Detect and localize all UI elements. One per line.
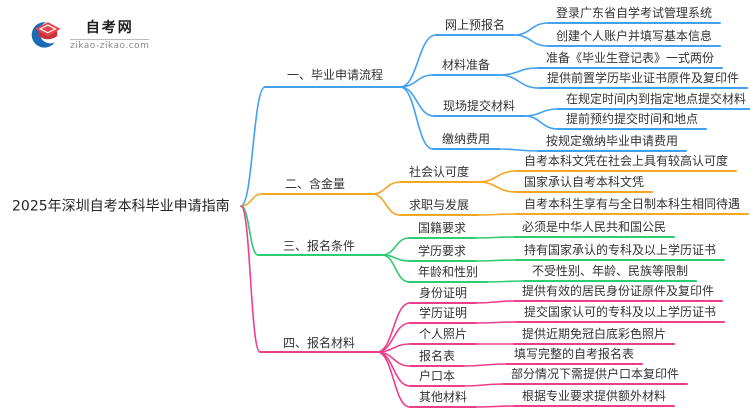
edge (371, 193, 401, 216)
leaf-node[interactable]: 提前预约提交时间和地点 (566, 111, 699, 126)
leaf-node[interactable]: 自考本科生享有与全日制本科生相同待遇 (524, 196, 741, 211)
leaf-node[interactable]: 根据专业要求提供额外材料 (522, 388, 667, 403)
edge (475, 300, 515, 304)
branch-node[interactable]: 三、报名条件 (283, 238, 356, 253)
leaf-node[interactable]: 提供有效的居民身份证原件及复印件 (522, 283, 715, 298)
subtopic-node[interactable]: 缴纳费用 (442, 131, 491, 146)
site-logo-icon (31, 21, 62, 48)
leaf-node[interactable]: 按规定缴纳毕业申请费用 (546, 133, 679, 148)
subtopic-node[interactable]: 户口本 (419, 368, 456, 383)
edge (486, 280, 525, 283)
leaf-node[interactable]: 必须是中华人民共和国公民 (522, 219, 667, 234)
edge (498, 74, 540, 89)
edge (475, 321, 517, 324)
leaf-node[interactable]: 准备《毕业生登记表》一式两份 (546, 50, 715, 65)
site-name: 自考网 (70, 17, 150, 40)
subtopic-node[interactable]: 其他材料 (419, 389, 468, 404)
edge (399, 34, 437, 88)
subtopic-node[interactable]: 求职与发展 (409, 197, 470, 212)
edge (463, 383, 504, 387)
subtopic-node[interactable]: 国籍要求 (418, 220, 467, 235)
site-logo[interactable]: 自考网 zikao-zikao.com (30, 17, 150, 51)
edge (381, 254, 410, 283)
leaf-node[interactable]: 不受性别、年龄、民族等限制 (532, 263, 689, 278)
edge (475, 405, 515, 408)
leaf-node[interactable]: 登录广东省自学考试管理系统 (556, 5, 713, 20)
subtopic-node[interactable]: 材料准备 (442, 57, 491, 72)
leaf-node[interactable]: 提交国家认可的专科及以上学历证书 (524, 304, 717, 319)
edge (474, 259, 517, 262)
edge (240, 193, 263, 207)
subtopic-node[interactable]: 身份证明 (419, 285, 468, 300)
subtopic-node[interactable]: 学历证明 (419, 305, 468, 320)
branch-node[interactable]: 一、毕业申请流程 (287, 67, 384, 82)
branch-node[interactable]: 四、报名材料 (283, 335, 356, 350)
leaf-node[interactable]: 国家承认自考本科文凭 (524, 174, 645, 189)
subtopic-node[interactable]: 社会认可度 (409, 164, 470, 179)
leaf-node[interactable]: 部分情况下需提供户口本复印件 (511, 366, 680, 381)
edge (376, 351, 411, 408)
edge (474, 236, 515, 239)
subtopic-node[interactable]: 学历要求 (418, 243, 467, 258)
leaf-node[interactable]: 提供近期免冠白底彩色照片 (522, 326, 667, 341)
root-node[interactable]: 2025年深圳自考本科毕业申请指南 (12, 198, 230, 215)
leaf-node[interactable]: 填写完整的自考报名表 (514, 346, 635, 361)
edge (240, 86, 266, 207)
edge (477, 213, 517, 216)
site-url: zikao-zikao.com (70, 41, 150, 51)
leaf-node[interactable]: 持有国家承认的专科及以上学历证书 (524, 242, 717, 257)
edge (477, 181, 517, 193)
edge (399, 74, 434, 88)
edge (399, 86, 434, 150)
edge (463, 363, 507, 367)
subtopic-node[interactable]: 报名表 (419, 348, 456, 363)
subtopic-node[interactable]: 个人照片 (419, 326, 468, 341)
edge (498, 148, 539, 152)
edge (523, 115, 559, 130)
subtopic-node[interactable]: 网上预报名 (445, 17, 506, 32)
leaf-node[interactable]: 在规定时间内到指定地点提交材料 (566, 91, 747, 106)
edge (513, 34, 549, 47)
branch-node[interactable]: 二、含金量 (285, 176, 346, 191)
site-logo-text: 自考网 zikao-zikao.com (70, 17, 150, 51)
leaf-node[interactable]: 自考本科文凭在社会上具有较高认可度 (524, 153, 729, 168)
edge (240, 205, 261, 353)
subtopic-node[interactable]: 现场提交材料 (443, 98, 516, 113)
leaf-node[interactable]: 提供前置学历毕业证书原件及复印件 (547, 70, 740, 85)
subtopic-node[interactable]: 年龄和性别 (418, 264, 479, 279)
leaf-node[interactable]: 创建个人账户并填写基本信息 (556, 28, 713, 43)
